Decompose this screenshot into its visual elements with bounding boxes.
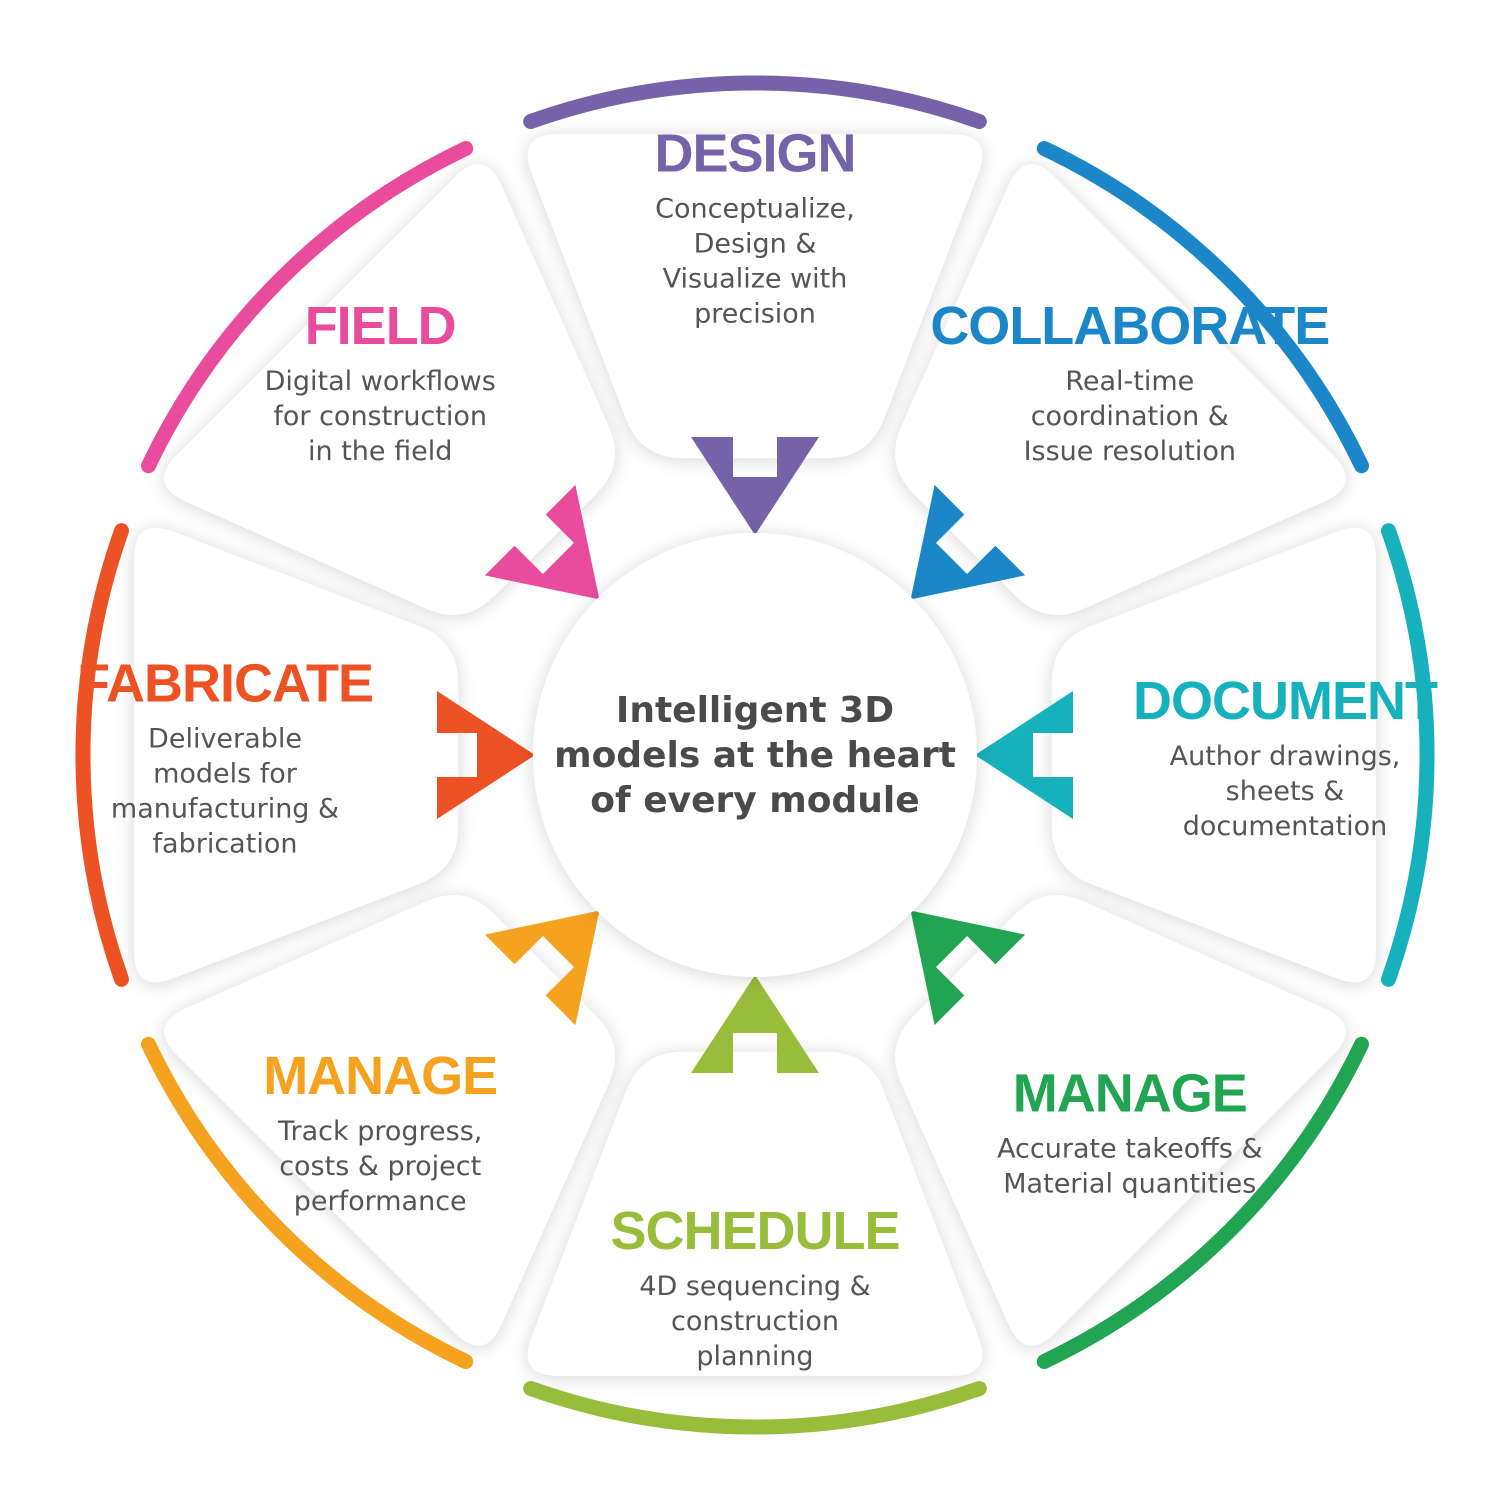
segments-layer: DESIGN Conceptualize, Design & Visualize wi…: [75, 75, 1439, 1435]
design-petal: [527, 134, 983, 459]
field-title: FIELD: [305, 296, 456, 356]
document-rim-arc: [1381, 523, 1435, 987]
manage-progress-petal: [164, 895, 615, 1346]
manage-progress-desc-line: performance: [294, 1186, 467, 1217]
field-rim-arc: [141, 141, 474, 474]
design-desc-line: Design &: [694, 229, 817, 260]
manage-takeoffs-desc-line: Material quantities: [1003, 1168, 1256, 1199]
field-desc-line: for construction: [273, 401, 487, 432]
manage-progress-desc-line: costs & project: [279, 1151, 481, 1182]
fabricate-rim-arc: [75, 523, 129, 987]
schedule-desc-line: construction: [671, 1306, 839, 1337]
document-desc-line: Author drawings,: [1170, 741, 1401, 772]
manage-takeoffs-rim-arc: [1036, 1036, 1369, 1369]
collaborate-title: COLLABORATE: [930, 296, 1329, 356]
center-line-2: models at the heart: [554, 735, 956, 776]
schedule-arrow: [691, 975, 819, 1073]
fabricate-desc-line: manufacturing &: [111, 794, 339, 825]
collaborate-petal: [895, 164, 1346, 615]
field-petal: [164, 164, 615, 615]
document-desc-line: sheets &: [1226, 776, 1345, 807]
manage-takeoffs-title: MANAGE: [1013, 1063, 1247, 1123]
fabricate-desc-line: fabrication: [153, 829, 298, 860]
fabricate-desc-line: Deliverable: [148, 724, 302, 755]
manage-progress-arrow: [484, 910, 600, 1026]
manage-takeoffs-arrow: [910, 910, 1026, 1026]
collaborate-rim-arc: [1036, 141, 1369, 474]
design-rim-arc: [523, 75, 987, 129]
segment-design: DESIGN Conceptualize, Design & Visualize wi…: [523, 75, 987, 459]
segment-field: FIELD Digital workflows for construction in…: [141, 141, 615, 615]
document-title: DOCUMENT: [1133, 671, 1438, 731]
field-desc-line: Digital workflows: [265, 366, 496, 397]
segment-schedule: SCHEDULE 4D sequencing & construction plann…: [523, 1051, 987, 1435]
manage-progress-rim-arc: [141, 1036, 474, 1369]
segment-manage-takeoffs: MANAGE Accurate takeoffs & Material quanti…: [895, 895, 1369, 1369]
collaborate-desc-line: coordination &: [1031, 401, 1229, 432]
field-desc-line: in the field: [308, 436, 452, 467]
document-petal: [1051, 527, 1376, 983]
document-desc-line: documentation: [1183, 811, 1388, 842]
manage-progress-title: MANAGE: [263, 1046, 497, 1106]
fabricate-title: FABRICATE: [77, 654, 373, 714]
field-arrow: [484, 484, 600, 600]
fabricate-desc-line: models for: [153, 759, 298, 790]
center-line-1: Intelligent 3D: [616, 690, 894, 731]
center-hub: Intelligent 3D models at the heart of ev…: [533, 533, 977, 977]
schedule-title: SCHEDULE: [610, 1201, 899, 1261]
segment-fabricate: FABRICATE Deliverable models for manufactur…: [75, 523, 459, 987]
design-arrow: [691, 437, 819, 535]
arrows-layer: [437, 437, 1073, 1073]
fabricate-arrow: [437, 691, 535, 819]
manage-takeoffs-petal: [895, 895, 1346, 1346]
manage-progress-desc-line: Track progress,: [277, 1116, 482, 1147]
center-line-3: of every module: [590, 780, 919, 821]
design-desc-line: Conceptualize,: [655, 194, 855, 225]
document-arrow: [975, 691, 1073, 819]
segment-manage-progress: MANAGE Track progress, costs & project perf…: [141, 895, 615, 1369]
schedule-desc-line: 4D sequencing &: [639, 1271, 870, 1302]
collaborate-desc-line: Issue resolution: [1024, 436, 1236, 467]
center-circle: [533, 533, 977, 977]
fabricate-petal: [134, 527, 459, 983]
collaborate-desc-line: Real-time: [1065, 366, 1194, 397]
design-title: DESIGN: [654, 124, 855, 184]
schedule-desc-line: planning: [696, 1341, 813, 1372]
manage-takeoffs-desc-line: Accurate takeoffs &: [997, 1133, 1262, 1164]
segment-document: DOCUMENT Author drawings, sheets & document…: [1051, 523, 1439, 987]
schedule-petal: [527, 1051, 983, 1376]
segment-collaborate: COLLABORATE Real-time coordination & Issue …: [895, 141, 1369, 615]
collaborate-arrow: [910, 484, 1026, 600]
design-desc-line: precision: [694, 299, 816, 330]
design-desc-line: Visualize with: [663, 264, 848, 295]
schedule-rim-arc: [523, 1381, 987, 1435]
